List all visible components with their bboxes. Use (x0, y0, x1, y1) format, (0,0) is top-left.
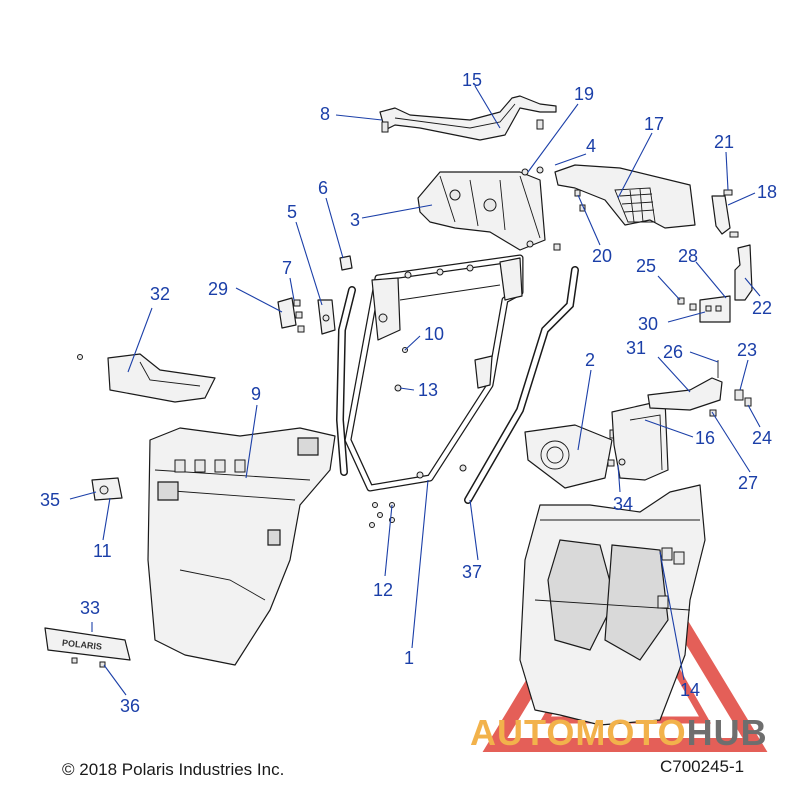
callout-23: 23 (737, 340, 757, 360)
callout-33: 33 (80, 598, 100, 618)
callout-11: 11 (93, 541, 112, 561)
callout-34: 34 (613, 494, 633, 514)
callout-29: 29 (208, 279, 228, 299)
part-15-upper-rail (379, 95, 557, 141)
callout-17: 17 (644, 114, 664, 134)
part-33-polaris-plate: POLARIS (44, 627, 131, 668)
callout-6: 6 (318, 178, 328, 198)
plate-logo-text: POLARIS (62, 638, 103, 652)
callout-1: 1 (404, 648, 414, 668)
callout-32: 32 (150, 284, 170, 304)
part-32-panel (107, 353, 216, 403)
callout-25: 25 (636, 256, 656, 276)
callout-5: 5 (287, 202, 297, 222)
callout-10: 10 (424, 324, 444, 344)
callout-8: 8 (320, 104, 330, 124)
part-31-bracket (647, 360, 752, 417)
part-6-seal (335, 286, 356, 476)
callout-24: 24 (752, 428, 772, 448)
part-5-latch (277, 255, 353, 335)
watermark-part1: AUTOMOTO (470, 712, 687, 753)
callout-27: 27 (738, 473, 758, 493)
part-11-handle (91, 477, 123, 501)
callout-31: 31 (626, 338, 646, 358)
part-17-mesh-guard (553, 164, 696, 251)
watermark-part2: HUB (686, 712, 768, 753)
part-18-22-brackets (677, 189, 753, 323)
callout-19: 19 (574, 84, 594, 104)
part-9-outer-door-panel (147, 427, 336, 666)
callout-28: 28 (678, 246, 698, 266)
part-37-seal (464, 266, 579, 504)
callout-2: 2 (585, 350, 595, 370)
callout-16: 16 (695, 428, 715, 448)
callout-22: 22 (752, 298, 772, 318)
part-2-speaker-bracket (524, 424, 617, 489)
copyright-text: © 2018 Polaris Industries Inc. (62, 760, 285, 779)
callout-18: 18 (757, 182, 777, 202)
part-16-cover (611, 399, 669, 481)
callout-20: 20 (592, 246, 612, 266)
callout-labels: 1 2 3 4 5 6 7 8 9 10 11 12 13 14 15 16 1… (40, 70, 777, 716)
callout-35: 35 (40, 490, 60, 510)
callout-4: 4 (586, 136, 596, 156)
callout-30: 30 (638, 314, 658, 334)
watermark-text: AUTOMOTOHUB (470, 712, 768, 754)
leader-lines (69, 85, 761, 696)
callout-36: 36 (120, 696, 140, 716)
callout-9: 9 (251, 384, 261, 404)
callout-12: 12 (373, 580, 393, 600)
callout-14: 14 (680, 680, 700, 700)
callout-37: 37 (462, 562, 482, 582)
callout-3: 3 (350, 210, 360, 230)
diagram-code: C700245-1 (660, 757, 745, 776)
part-14-inner-door-panel (519, 484, 706, 726)
part-1-door-frame (344, 254, 524, 492)
part-3-dash-bracket (417, 166, 546, 251)
callout-13: 13 (418, 380, 438, 400)
callout-26: 26 (663, 342, 683, 362)
callout-15: 15 (462, 70, 482, 90)
callout-7: 7 (282, 258, 292, 278)
callout-21: 21 (714, 132, 734, 152)
